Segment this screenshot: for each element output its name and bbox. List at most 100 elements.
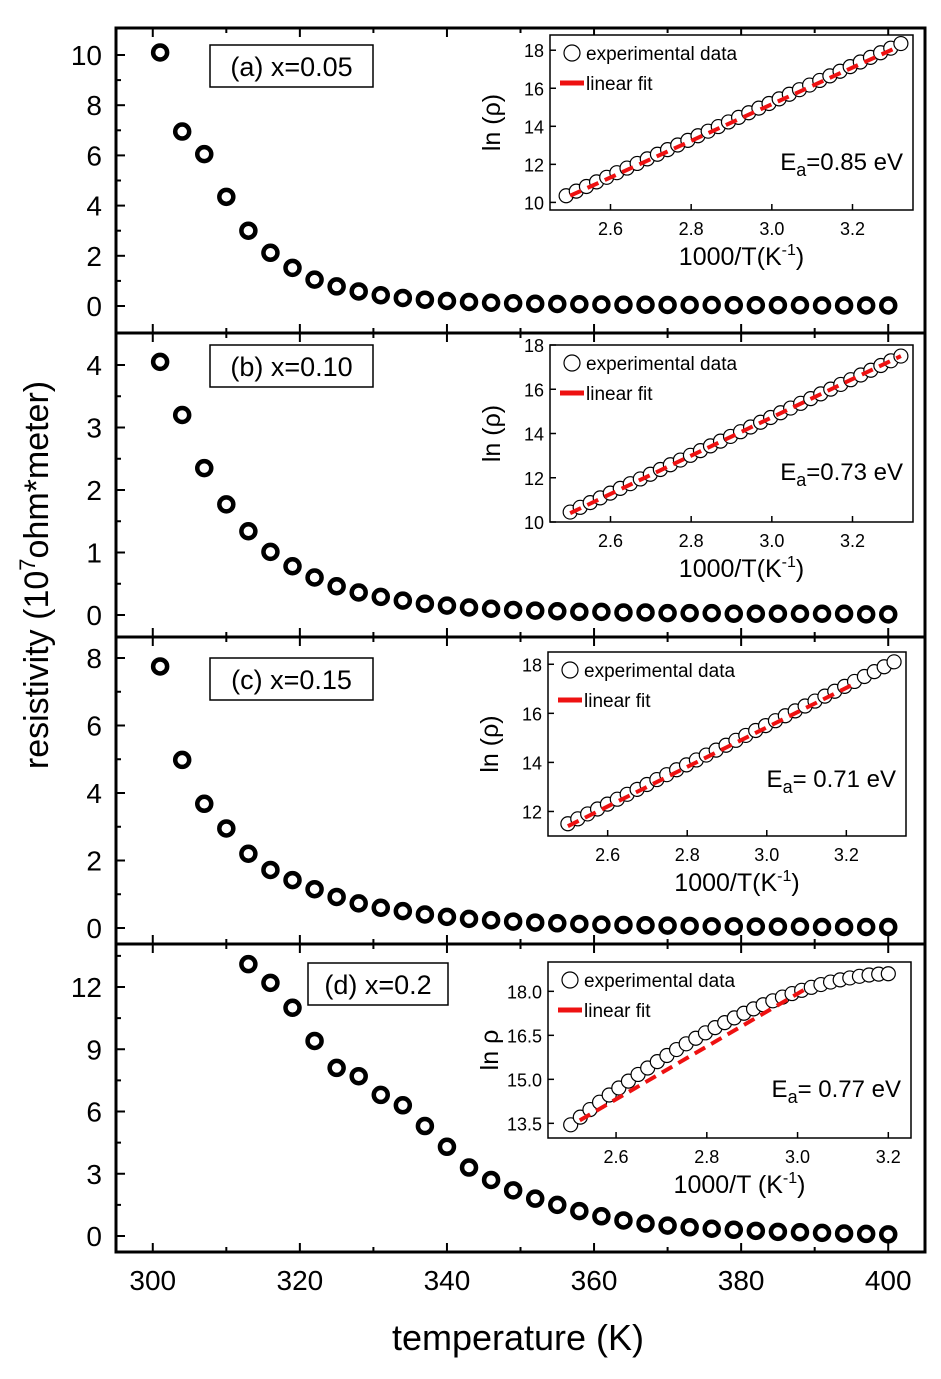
- activation-energy-label: Ea=0.73 eV: [780, 459, 903, 490]
- data-point: [172, 750, 192, 770]
- data-point: [658, 295, 677, 315]
- panel-label: (c) x=0.15: [231, 665, 352, 695]
- data-point: [503, 912, 523, 931]
- legend-fit-label: linear fit: [586, 74, 653, 95]
- data-point: [283, 258, 302, 278]
- legend-marker: [563, 354, 581, 372]
- ea-symbol: E: [767, 766, 783, 793]
- inset-y-tick-label: 15.0: [507, 1070, 542, 1090]
- inset-fit-line: [578, 986, 808, 1123]
- data-point: [680, 916, 699, 936]
- ea-subscript: a: [796, 160, 807, 180]
- data-point: [702, 1219, 721, 1238]
- inset-x-tick-label: 3.2: [840, 219, 865, 239]
- inset-y-tick-label: 12: [524, 155, 544, 175]
- y-tick-label: 8: [86, 90, 102, 121]
- y-tick-label: 0: [86, 600, 102, 631]
- data-point: [878, 917, 898, 937]
- data-point: [481, 599, 501, 618]
- inset-x-label: 1000/T(K-1): [679, 554, 804, 583]
- data-point: [724, 917, 744, 936]
- data-point: [790, 917, 810, 936]
- data-point: [371, 587, 391, 607]
- inset-x-label-sup: -1: [777, 868, 791, 885]
- data-point: [459, 1158, 479, 1177]
- data-point: [746, 1221, 766, 1241]
- data-point: [878, 296, 898, 315]
- data-point: [327, 1058, 346, 1078]
- y-tick-label: 2: [86, 846, 102, 877]
- data-point: [834, 1224, 854, 1243]
- data-point: [525, 601, 545, 620]
- legend-fit-label: linear fit: [586, 384, 653, 405]
- data-point: [305, 1031, 324, 1051]
- data-point: [746, 604, 766, 623]
- inset-point: [886, 654, 902, 670]
- panel-label-box: [307, 962, 449, 1006]
- y-tick-label: 10: [71, 40, 102, 71]
- inset-y-tick-label: 13.5: [507, 1114, 542, 1134]
- data-point: [283, 870, 302, 890]
- inset-x-tick-label: 3.2: [840, 531, 865, 551]
- data-point: [393, 901, 413, 921]
- data-point: [393, 1096, 413, 1115]
- y-tick-label: 4: [86, 778, 102, 809]
- inset-x-tick-label: 3.0: [785, 1147, 810, 1167]
- inset-fit-line: [569, 47, 894, 198]
- data-point: [592, 295, 611, 314]
- inset-point: [880, 966, 896, 982]
- inset-x-label-main: 1000/T (K: [674, 1171, 784, 1199]
- data-point: [724, 295, 744, 315]
- data-point: [371, 285, 391, 305]
- data-point: [393, 591, 413, 610]
- y-tick-label: 1: [86, 538, 102, 569]
- inset-x-label-end: ): [796, 243, 804, 271]
- data-point: [614, 295, 633, 314]
- panel-label-box: [209, 44, 374, 88]
- inset-x-label-end: ): [797, 1171, 805, 1199]
- data-point: [614, 915, 633, 935]
- legend-data-label: experimental data: [584, 661, 735, 682]
- data-point: [261, 243, 280, 263]
- data-point: [592, 602, 611, 622]
- data-point: [790, 604, 810, 623]
- data-point: [349, 583, 368, 602]
- y-tick-label: 9: [86, 1034, 102, 1065]
- ea-value: =0.73 eV: [806, 459, 903, 486]
- y-tick-label: 0: [86, 291, 102, 322]
- legend-fit-label: linear fit: [584, 1001, 651, 1022]
- inset-y-tick-label: 16: [524, 380, 544, 400]
- data-point: [437, 1137, 457, 1157]
- inset-x-label-sup: -1: [782, 554, 796, 571]
- inset-y-label: ln (ρ): [478, 405, 506, 462]
- data-point: [548, 602, 567, 621]
- legend-data-label: experimental data: [584, 971, 735, 992]
- data-point: [261, 542, 280, 562]
- data-point: [570, 602, 589, 622]
- data-point: [856, 917, 876, 937]
- inset-fit-line: [569, 354, 902, 515]
- inset-y-tick-label: 16: [524, 79, 544, 99]
- ea-value: = 0.71 eV: [793, 766, 896, 793]
- data-point: [305, 270, 324, 289]
- data-point: [570, 1201, 589, 1221]
- data-point: [261, 973, 280, 993]
- legend-data-label: experimental data: [586, 44, 737, 65]
- data-point: [856, 605, 876, 624]
- inset-fit-line: [566, 682, 856, 828]
- data-point: [724, 1220, 744, 1240]
- data-point: [217, 187, 236, 207]
- data-point: [636, 916, 655, 935]
- inset-y-tick-label: 14: [524, 117, 544, 137]
- data-point: [503, 600, 523, 620]
- data-point: [680, 1218, 699, 1237]
- inset-x-tick-label: 2.6: [598, 531, 623, 551]
- data-point: [614, 1211, 633, 1230]
- data-point: [680, 603, 699, 623]
- inset-y-tick-label: 16.5: [507, 1026, 542, 1046]
- data-point: [834, 604, 854, 623]
- inset-y-tick-label: 12: [522, 802, 542, 822]
